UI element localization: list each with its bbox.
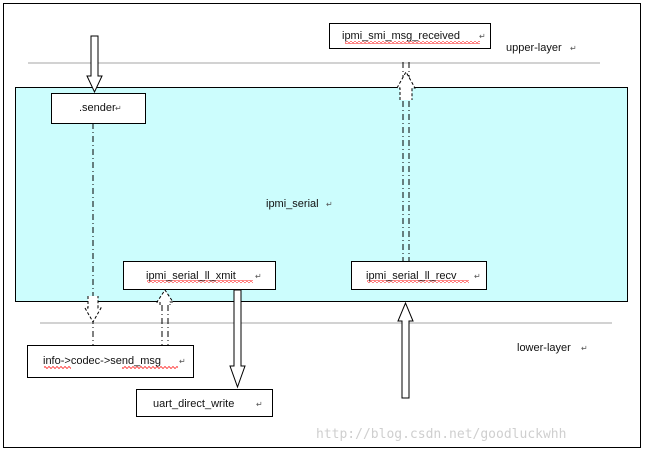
box-uart-direct-write: uart_direct_write ↵ [136, 389, 273, 417]
lower-layer-label: lower-layer [517, 342, 571, 354]
paragraph-mark: ↵ [474, 272, 481, 281]
box-ipmi-serial-ll-xmit: ipmi_serial_ll_xmit ↵ [123, 261, 276, 290]
core-label: ipmi_serial [266, 198, 319, 210]
paragraph-mark: ↵ [256, 400, 263, 409]
paragraph-mark: ↵ [115, 104, 122, 113]
outer-frame [3, 3, 641, 448]
upper-layer-label: upper-layer [506, 42, 562, 54]
watermark: http://blog.csdn.net/goodluckwhh [316, 427, 566, 442]
box-sender: .sender ↵ [51, 93, 146, 124]
arrow-lower-to-ll-recv [397, 301, 414, 399]
ll-xmit-label: ipmi_serial_ll_xmit [146, 270, 236, 282]
paragraph-mark: ↵ [479, 32, 486, 41]
box-ipmi-serial-ll-recv: ipmi_serial_ll_recv ↵ [351, 261, 487, 290]
uart-direct-write-label: uart_direct_write [153, 398, 234, 410]
ll-recv-label: ipmi_serial_ll_recv [366, 270, 457, 282]
paragraph-mark: ↵ [581, 344, 588, 353]
paragraph-mark: ↵ [570, 44, 577, 53]
paragraph-mark: ↵ [179, 357, 186, 366]
arrowhead-into-smi-received [396, 70, 416, 100]
paragraph-mark: ↵ [255, 272, 262, 281]
smi-msg-received-label: ipmi_smi_msg_received [342, 30, 460, 42]
sender-label: .sender [79, 102, 116, 114]
codec-send-msg-label: info->codec->send_msg [43, 355, 161, 367]
arrow-xmit-to-uart [229, 289, 246, 389]
box-codec-send-msg: info->codec->send_msg ↵ [27, 345, 194, 378]
box-ipmi-smi-msg-received: ipmi_smi_msg_received ↵ [329, 23, 491, 49]
paragraph-mark: ↵ [326, 200, 333, 209]
arrowhead-into-codec [84, 296, 102, 324]
arrow-down-into-sender [86, 35, 103, 94]
